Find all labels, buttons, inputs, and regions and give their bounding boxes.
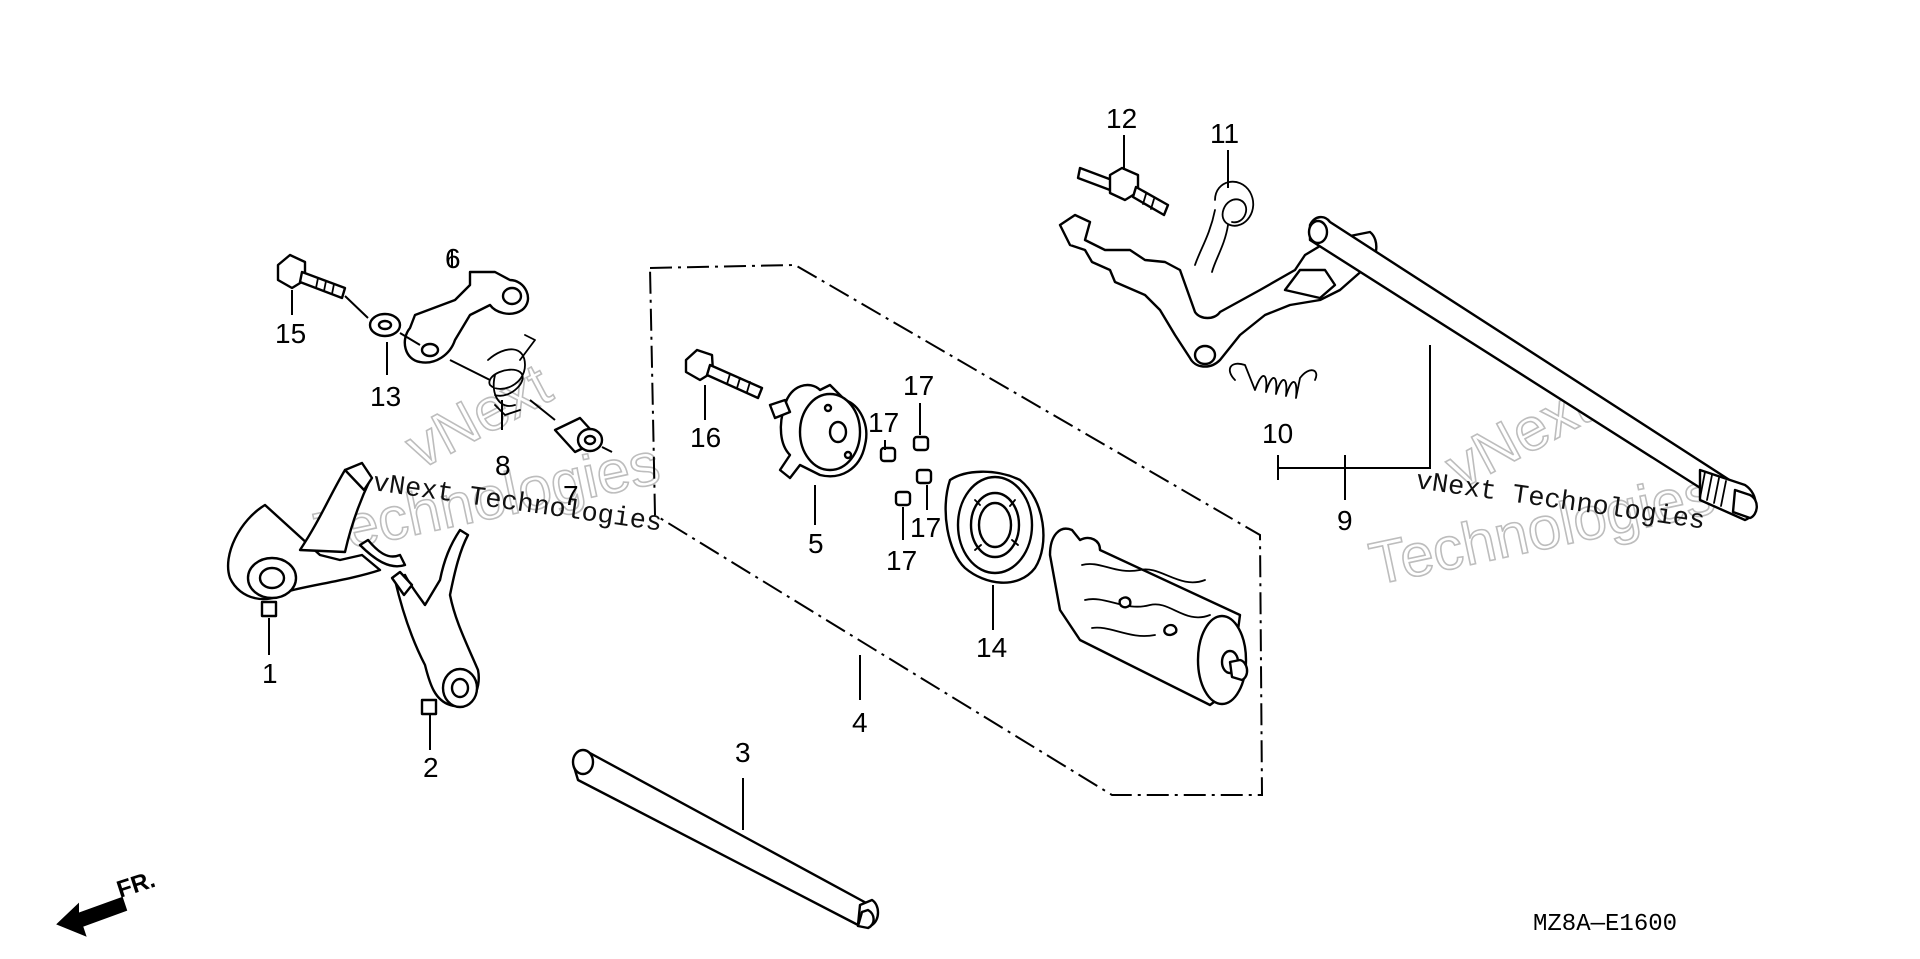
return-spring-10 [1228, 362, 1318, 399]
callout-10: 10 [1262, 418, 1293, 449]
callout-2: 2 [423, 752, 439, 783]
drum-center-5 [768, 383, 868, 480]
alignment-line-left [344, 295, 613, 453]
callout-17c: 17 [910, 512, 941, 543]
callout-17a: 17 [903, 370, 934, 401]
washer-13 [368, 312, 402, 338]
dowel-pins-17 [879, 435, 933, 507]
shift-fork-shaft-3 [571, 748, 880, 930]
spring-11 [1194, 180, 1255, 273]
callout-13: 13 [370, 381, 401, 412]
callout-8: 8 [495, 450, 511, 481]
callout-5: 5 [808, 528, 824, 559]
diagram-code: MZ8A—E1600 [1533, 911, 1677, 938]
callout-14: 14 [976, 632, 1007, 663]
callout-17b: 17 [868, 407, 899, 438]
shift-fork-2 [390, 528, 480, 716]
callout-15: 15 [275, 318, 306, 349]
callout-labels: 1 2 3 4 5 6 7 8 9 10 11 12 13 14 15 16 1… [262, 103, 1353, 783]
bolt-15 [276, 253, 347, 300]
front-arrow-icon [56, 896, 128, 937]
callout-12: 12 [1106, 103, 1137, 134]
bolt-16 [684, 348, 764, 400]
bolt-12 [1076, 166, 1170, 217]
callout-3: 3 [735, 737, 751, 768]
spring-8 [487, 334, 536, 416]
leader-lines [268, 135, 1431, 830]
callout-16: 16 [690, 422, 721, 453]
gearshift-spindle-9 [1058, 213, 1758, 522]
callout-4: 4 [852, 707, 868, 738]
callout-11: 11 [1210, 118, 1239, 149]
bearing-14 [944, 470, 1045, 584]
callout-17d: 17 [886, 545, 917, 576]
shift-drum [1048, 527, 1249, 707]
shift-fork-1 [226, 461, 407, 618]
watermark-right: Technologies vNext vNext Technologies [1363, 369, 1721, 598]
callout-9: 9 [1337, 505, 1353, 536]
callout-6: 6 [445, 243, 461, 274]
callout-1: 1 [262, 658, 278, 689]
front-arrow: FR. [56, 866, 159, 937]
stopper-arm-6 [403, 270, 530, 364]
assembly-outline [648, 263, 1264, 796]
collar-7 [553, 416, 604, 454]
callout-7: 7 [563, 480, 579, 511]
watermark-left: Technologies vNext vNext Technologies [308, 349, 666, 568]
front-arrow-label: FR. [114, 866, 159, 904]
